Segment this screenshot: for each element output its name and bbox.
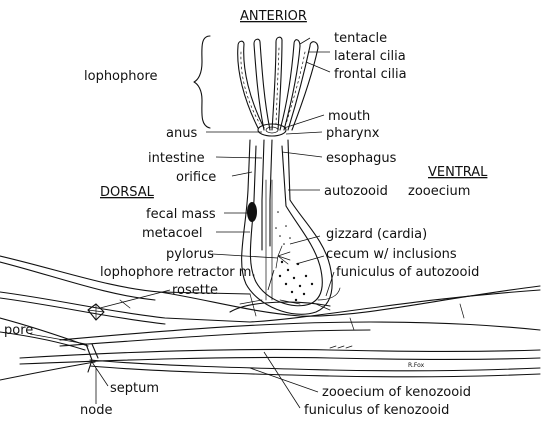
label-pylorus: pylorus	[166, 247, 214, 262]
label-rosette: rosette	[172, 283, 218, 298]
label-metacoel: metacoel	[142, 226, 202, 241]
label-fecal-mass: fecal mass	[146, 207, 216, 222]
label-pharynx: pharynx	[326, 126, 380, 141]
label-tentacle: tentacle	[334, 31, 387, 46]
diagram-labels: ANTERIOR lophophore tentacle lateral cil…	[4, 9, 488, 418]
label-cecum: cecum w/ inclusions	[326, 247, 457, 262]
label-esophagus: esophagus	[326, 151, 397, 166]
label-funiculus-autozooid: funiculus of autozooid	[336, 265, 479, 280]
label-anterior: ANTERIOR	[240, 9, 307, 24]
label-mouth: mouth	[328, 109, 370, 124]
autozooid-body	[241, 139, 341, 315]
label-funiculus-kenozooid: funiculus of kenozooid	[304, 403, 449, 418]
label-zooecium: zooecium	[408, 184, 470, 199]
label-frontal-cilia: frontal cilia	[334, 67, 407, 82]
label-lateral-cilia: lateral cilia	[334, 49, 406, 64]
label-autozooid: autozooid	[324, 184, 388, 199]
label-ventral: VENTRAL	[428, 165, 488, 180]
label-node: node	[80, 403, 112, 418]
label-pore: pore	[4, 323, 33, 338]
lophophore-tentacles	[193, 35, 319, 137]
label-zooecium-kenozooid: zooecium of kenozooid	[322, 385, 471, 400]
label-gizzard: gizzard (cardia)	[326, 227, 427, 242]
leader-lines	[29, 37, 335, 409]
signature: R.Fox	[408, 362, 425, 369]
label-septum: septum	[110, 381, 159, 396]
label-lophophore: lophophore	[84, 69, 158, 84]
label-anus: anus	[166, 126, 197, 141]
label-lophophore-retractor: lophophore retractor m.	[100, 265, 256, 280]
label-orifice: orifice	[176, 170, 216, 185]
label-dorsal: DORSAL	[100, 185, 155, 200]
label-intestine: intestine	[148, 151, 205, 166]
